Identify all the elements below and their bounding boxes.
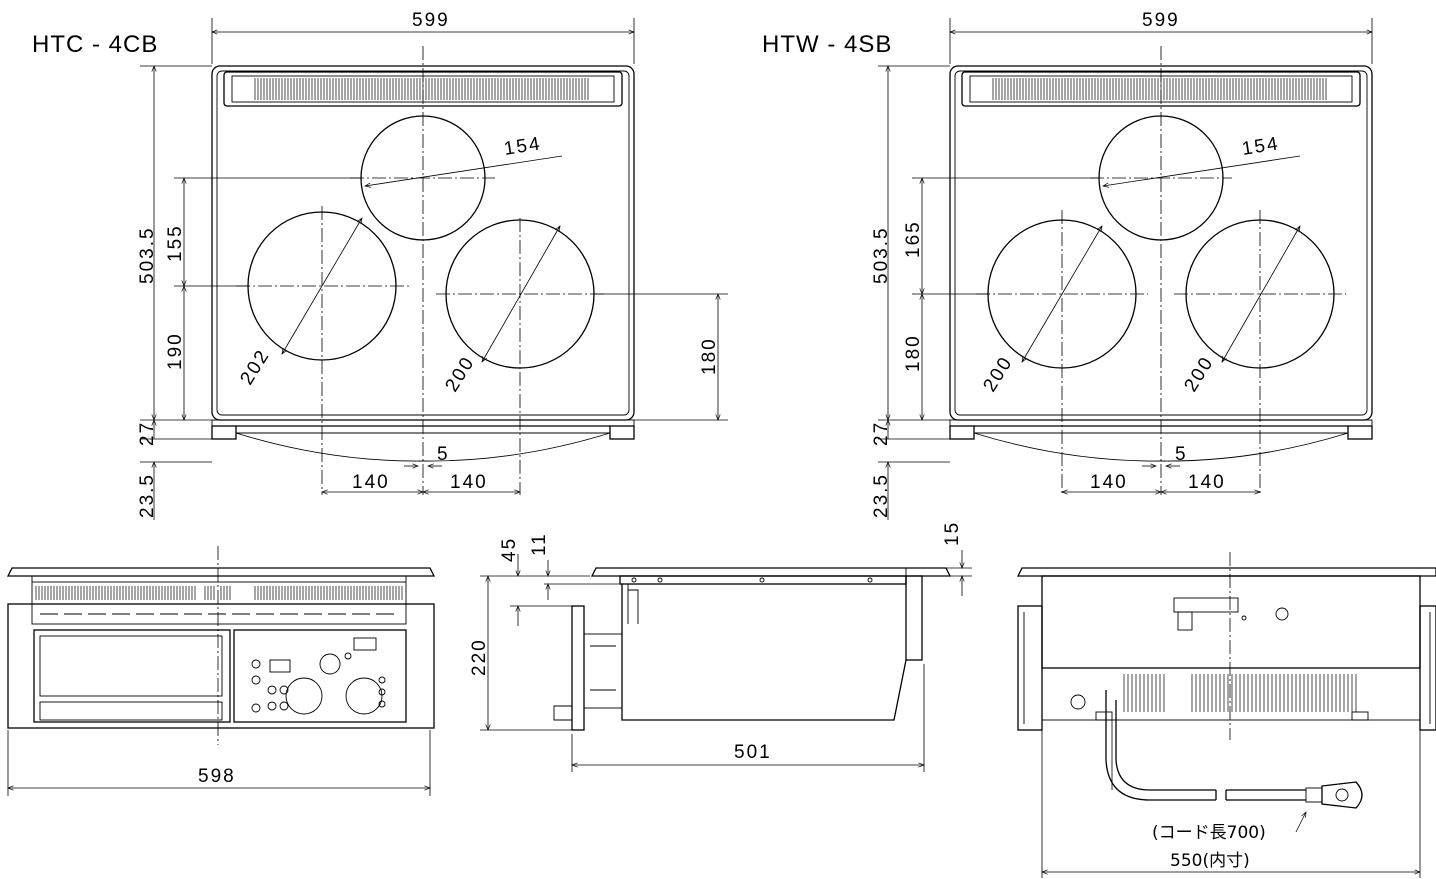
rear-view: (コード長700) 550(内寸) xyxy=(1016,552,1436,878)
dim-140a-right: 140 xyxy=(1090,472,1128,493)
front-view: 598 xyxy=(6,546,436,796)
dim-depth-left: 503.5 xyxy=(137,226,158,284)
dim-front-width: 598 xyxy=(198,766,236,787)
front-vents xyxy=(35,586,403,600)
dim-right-dia-left: 200 xyxy=(441,353,479,396)
dim-5-right: 5 xyxy=(1175,444,1188,465)
dim-140a-left: 140 xyxy=(352,472,390,493)
dim-190-left: 190 xyxy=(165,332,186,370)
dim-left-dia-right: 200 xyxy=(979,353,1017,396)
vent-grille-left xyxy=(254,78,589,100)
dim-width-right: 599 xyxy=(1142,10,1180,31)
top-view-right: HTW - 4SB 599 154 200 200 xyxy=(762,10,1372,520)
dim-23.5-right: 23.5 xyxy=(871,473,892,518)
dim-left-dia-left: 202 xyxy=(236,346,274,389)
dim-165-right: 165 xyxy=(903,220,924,258)
dim-155-left: 155 xyxy=(165,224,186,262)
dim-rear-dia-left: 154 xyxy=(502,133,543,160)
dim-side-11: 11 xyxy=(529,532,550,556)
cord-length-label: (コード長700) xyxy=(1152,823,1266,843)
dim-right-dia-right: 200 xyxy=(1180,353,1218,396)
dim-180-right: 180 xyxy=(903,334,924,372)
model-label-left: HTC - 4CB xyxy=(32,31,158,58)
rear-vents xyxy=(1123,674,1357,712)
dim-depth-right: 503.5 xyxy=(871,226,892,284)
dim-width-left: 599 xyxy=(412,10,450,31)
dim-side-15: 15 xyxy=(942,521,963,546)
dim-rear-dia-right: 154 xyxy=(1240,133,1281,160)
dim-side-height: 220 xyxy=(469,638,490,676)
model-label-right: HTW - 4SB xyxy=(762,31,892,58)
dim-5-left: 5 xyxy=(437,444,450,465)
dim-27-right: 27 xyxy=(871,421,892,446)
dim-side-depth: 501 xyxy=(734,742,772,763)
dim-180-left: 180 xyxy=(699,337,720,375)
vent-grille-right xyxy=(992,78,1327,100)
dim-140b-left: 140 xyxy=(450,472,488,493)
dim-27-left: 27 xyxy=(137,421,158,446)
side-view: 220 45 11 15 501 xyxy=(469,521,972,772)
dim-23.5-left: 23.5 xyxy=(137,473,158,518)
inner-width-label: 550(内寸) xyxy=(1170,851,1250,871)
dim-140b-right: 140 xyxy=(1188,472,1226,493)
top-view-left: HTC - 4CB 599 xyxy=(32,10,728,520)
dim-side-45: 45 xyxy=(499,537,520,562)
